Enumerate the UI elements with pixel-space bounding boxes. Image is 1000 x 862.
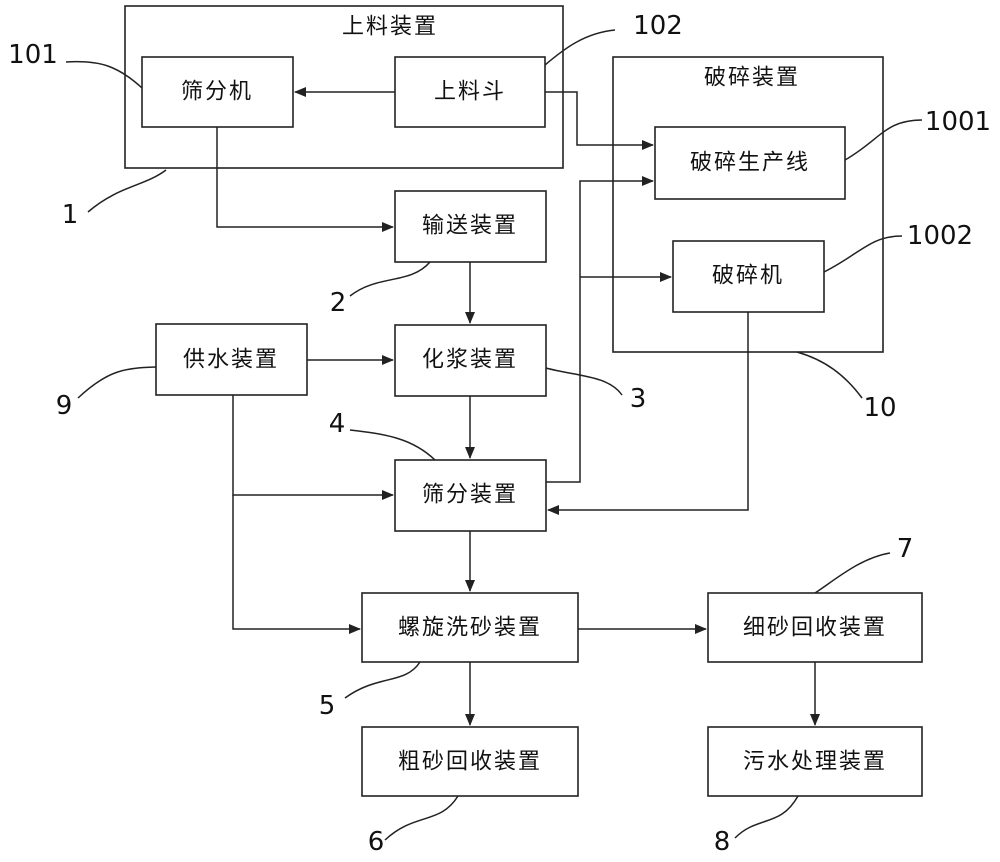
node-spiral-washer: 螺旋洗砂装置 — [361, 592, 579, 663]
node-crushing-line-label: 破碎生产线 — [690, 151, 810, 176]
edge-hopper-to-crushing-line — [545, 91, 654, 150]
leader-7 — [814, 552, 891, 594]
node-fine-sand: 细砂回收装置 — [707, 592, 923, 663]
node-crushing-line: 破碎生产线 — [654, 126, 846, 200]
node-slurry: 化浆装置 — [394, 324, 547, 397]
node-fine-sand-label: 细砂回收装置 — [743, 616, 887, 641]
node-screening-label: 筛分装置 — [422, 483, 518, 508]
ref-101: 101 — [8, 40, 58, 70]
node-hopper: 上料斗 — [394, 56, 546, 128]
edge-screening-to-crushing-line — [546, 176, 654, 483]
node-coarse-sand: 粗砂回收装置 — [361, 726, 579, 797]
node-spiral-washer-label: 螺旋洗砂装置 — [398, 616, 542, 641]
leader-1 — [87, 169, 167, 213]
ref-7: 7 — [897, 534, 914, 564]
node-conveyor: 输送装置 — [394, 190, 547, 263]
node-crusher-label: 破碎机 — [712, 264, 784, 289]
edge-sieve-machine-to-conveyor — [216, 127, 394, 232]
node-hopper-label: 上料斗 — [434, 80, 506, 105]
group-feeding-unit: 上料装置 — [124, 5, 564, 169]
node-sieve-machine: 筛分机 — [141, 56, 294, 128]
ref-3: 3 — [630, 384, 647, 414]
ref-1: 1 — [62, 200, 79, 230]
leader-5 — [344, 661, 421, 699]
ref-4: 4 — [329, 409, 346, 439]
ref-9: 9 — [56, 391, 73, 421]
node-screening: 筛分装置 — [394, 459, 547, 532]
leader-10 — [796, 351, 863, 399]
leader-8 — [734, 795, 799, 839]
node-slurry-label: 化浆装置 — [422, 348, 518, 373]
leader-9 — [77, 366, 157, 399]
ref-8: 8 — [714, 827, 731, 857]
node-sieve-machine-label: 筛分机 — [181, 80, 253, 105]
node-sewage-label: 污水处理装置 — [743, 750, 887, 775]
ref-2: 2 — [330, 288, 347, 318]
leader-2 — [349, 261, 431, 297]
leader-1002 — [823, 235, 903, 273]
group-crushing-unit-title: 破碎装置 — [704, 66, 800, 91]
leader-1001 — [844, 119, 923, 161]
node-conveyor-label: 输送装置 — [422, 214, 518, 239]
edge-water-to-screening — [232, 395, 394, 500]
node-coarse-sand-label: 粗砂回收装置 — [398, 750, 542, 775]
ref-5: 5 — [319, 691, 336, 721]
edge-water-to-spiral-washer — [232, 495, 361, 634]
ref-1002: 1002 — [907, 221, 973, 251]
ref-102: 102 — [633, 11, 683, 41]
group-feeding-unit-title: 上料装置 — [342, 15, 438, 40]
leader-3 — [545, 367, 623, 396]
leader-102 — [544, 29, 616, 66]
leader-4 — [349, 429, 436, 461]
ref-1001: 1001 — [925, 107, 991, 137]
leader-101 — [65, 60, 143, 89]
ref-10: 10 — [863, 393, 896, 423]
node-crusher: 破碎机 — [672, 240, 825, 313]
edge-crusher-to-screening — [547, 312, 749, 515]
ref-6: 6 — [368, 827, 385, 857]
leader-6 — [384, 795, 459, 841]
node-water-supply-label: 供水装置 — [183, 348, 279, 373]
node-water-supply: 供水装置 — [155, 323, 308, 396]
node-sewage: 污水处理装置 — [707, 726, 923, 797]
